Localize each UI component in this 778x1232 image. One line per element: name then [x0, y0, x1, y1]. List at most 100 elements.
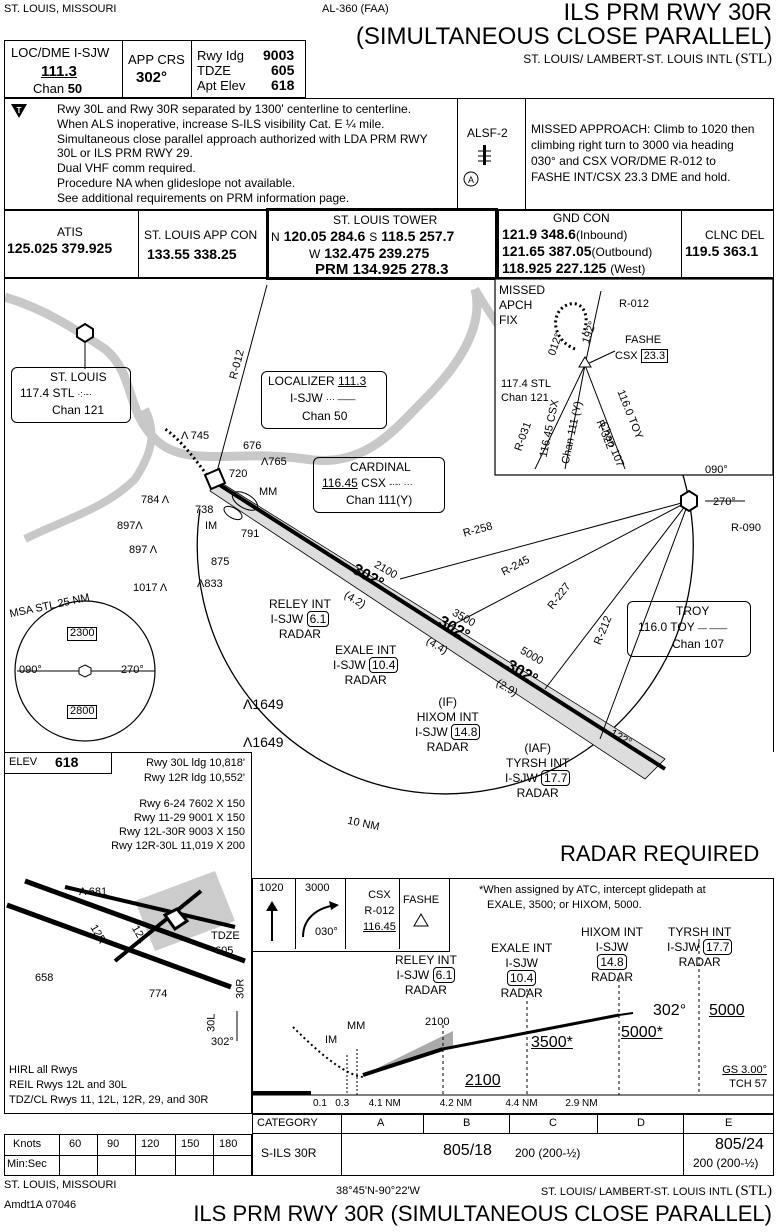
profile-alt-2100: 2100	[465, 1072, 501, 1089]
climb-1020: 1020	[259, 882, 284, 894]
tower-n: N 120.05 284.6 S 118.5 257.7	[271, 228, 455, 244]
loc-chan-plan: Chan 50	[302, 409, 348, 423]
diagram-hdg: 302°	[211, 1036, 234, 1048]
note-line: 30L or ILS PRM RWY 29.	[57, 146, 193, 161]
note-line: See additional requirements on PRM infor…	[57, 190, 350, 205]
rwy-30r-label: 30R	[234, 978, 247, 999]
tdze-diagram: 605	[215, 945, 234, 957]
tower-prm: PRM 134.925 278.3	[315, 261, 449, 278]
tower-w: W 132.475 239.275	[309, 245, 430, 261]
note-line: Dual VHF comm required.	[57, 161, 196, 176]
plan-view-drawing	[5, 279, 773, 795]
gs-tch: GS 3.00°TCH 57	[722, 1064, 767, 1090]
airport-runways-drawing	[6, 871, 246, 1041]
obstacle-833: Λ833	[197, 578, 223, 590]
clnc-label: CLNC DEL	[705, 228, 765, 242]
airport-symbol-icon	[203, 467, 227, 491]
airport-diagram: ELEV 618 Rwy 30L ldg 10,818'Rwy 12R ldg …	[4, 752, 252, 1114]
chart-id: AL-360 (FAA)	[322, 3, 389, 15]
gnd-freq-2: 121.65 387.05(Outbound)	[502, 243, 653, 259]
relay-fix: RELEY INT I-SJW 6.1 RADAR	[269, 597, 331, 641]
r012-line	[214, 284, 268, 480]
cat-c: C	[549, 1117, 557, 1129]
profile-distances: 0.1 0.3 4.1 NM 4.2 NM 4.4 NM 2.9 NM	[313, 1098, 598, 1109]
notes-box: T Rwy 30L and Rwy 30R separated by 1300'…	[4, 98, 774, 210]
mm-marker-icon	[231, 491, 259, 511]
header-city-state: ST. LOUIS, MISSOURI	[4, 3, 117, 15]
stl-chan: Chan 121	[52, 403, 105, 417]
missed-line: FASHE INT/CSX 23.3 DME and hold.	[531, 170, 731, 184]
alsf-lighting-icon: A	[463, 145, 491, 187]
profile-crs: 302°	[653, 1002, 687, 1019]
speed-150: 150	[181, 1138, 200, 1150]
troy-freq: 116.0 TOY — ——	[638, 620, 728, 634]
speed-120: 120	[141, 1138, 160, 1150]
minsec-label: Min:Sec	[7, 1158, 47, 1170]
chart-title: ILS PRM RWY 30R	[563, 0, 772, 26]
exale-fix: EXALE INT I-SJW 10.4 RADAR	[333, 643, 399, 688]
app-con-label: ST. LOUIS APP CON	[144, 228, 258, 242]
runway-12l-30r	[24, 878, 246, 964]
approach-type: S-ILS 30R	[261, 1146, 317, 1160]
missed-line: climbing right turn to 3000 via heading	[531, 138, 734, 152]
river	[5, 287, 482, 465]
clnc-freq: 119.5 363.1	[685, 243, 759, 259]
fashe-triangle-icon	[413, 913, 429, 927]
atis-label: ATIS	[57, 225, 83, 239]
r227-line	[544, 500, 690, 690]
gnd-con-label: GND CON	[553, 211, 610, 225]
loc-label: LOC/DME I-SJW	[11, 45, 110, 60]
obstacle-720: 720	[229, 468, 248, 480]
landing-distances: Rwy 30L ldg 10,818'Rwy 12R ldg 10,552'	[143, 757, 245, 784]
final-course-line	[213, 480, 667, 771]
profile-alt-5000-star: 5000*	[621, 1024, 663, 1041]
profile-alt-2100-top: 2100	[425, 1016, 450, 1028]
footer-city-state: ST. LOUIS, MISSOURI	[4, 1179, 117, 1191]
obstacle-745: Λ 745	[181, 430, 210, 442]
loc-chan: Chan 50	[33, 81, 83, 96]
chart-subtitle: (SIMULTANEOUS CLOSE PARALLEL)	[355, 23, 772, 50]
obstacle-658: 658	[35, 972, 54, 984]
missed-fix-inset	[494, 279, 773, 476]
footer-amdt: Amdt1A 07046	[4, 1199, 77, 1211]
knots-label: Knots	[13, 1138, 42, 1150]
gnd-freq-1: 121.9 348.6(Inbound)	[502, 226, 628, 242]
footer-coords: 38°45'N-90°22'W	[336, 1185, 420, 1197]
app-crs-label: APP CRS	[128, 52, 185, 67]
cat-d: D	[637, 1117, 645, 1129]
mins-e-ha: 200 (200-½)	[693, 1156, 759, 1170]
apt-elev-label: Apt Elev	[197, 78, 246, 93]
cardinal-chan: Chan 111(Y)	[346, 493, 413, 507]
obstacle-676: 676	[243, 440, 262, 452]
app-con-freq: 133.55 338.25	[147, 246, 237, 262]
runway-12r-30l	[6, 902, 232, 990]
climbing-right-turn-icon	[302, 901, 339, 938]
profile-alt-5000: 5000	[709, 1002, 745, 1019]
glidepath	[618, 1012, 634, 1016]
msa-north-alt: 2300	[67, 627, 98, 641]
atc-note: *When assigned by ATC, intercept glidepa…	[479, 884, 706, 911]
plan-view: ST. LOUIS 117.4 STL ·:·-· Chan 121 LOCAL…	[4, 278, 774, 833]
header-airport: ST. LOUIS/ LAMBERT-ST. LOUIS INTL (STL)	[523, 51, 772, 67]
runway-11-29	[64, 885, 236, 929]
brg-270: 270°	[713, 496, 736, 508]
note-line: Rwy 30L and Rwy 30R separated by 1300' c…	[57, 102, 412, 116]
app-crs: 302°	[136, 69, 168, 86]
atis-freq: 125.025 379.925	[7, 240, 113, 256]
mins-e: 805/24	[715, 1136, 764, 1153]
profile-missed-track	[292, 1026, 364, 1078]
r258-line	[399, 500, 690, 580]
localizer-box: LOCALIZER 111.3 I-SJW ··· —— Chan 50	[261, 371, 387, 429]
mins-abcd-ha: 200 (200-½)	[515, 1146, 581, 1160]
cat-e: E	[725, 1117, 733, 1129]
inset-r012: R-012	[619, 298, 649, 310]
fashe-hold: FASHE	[403, 894, 440, 906]
